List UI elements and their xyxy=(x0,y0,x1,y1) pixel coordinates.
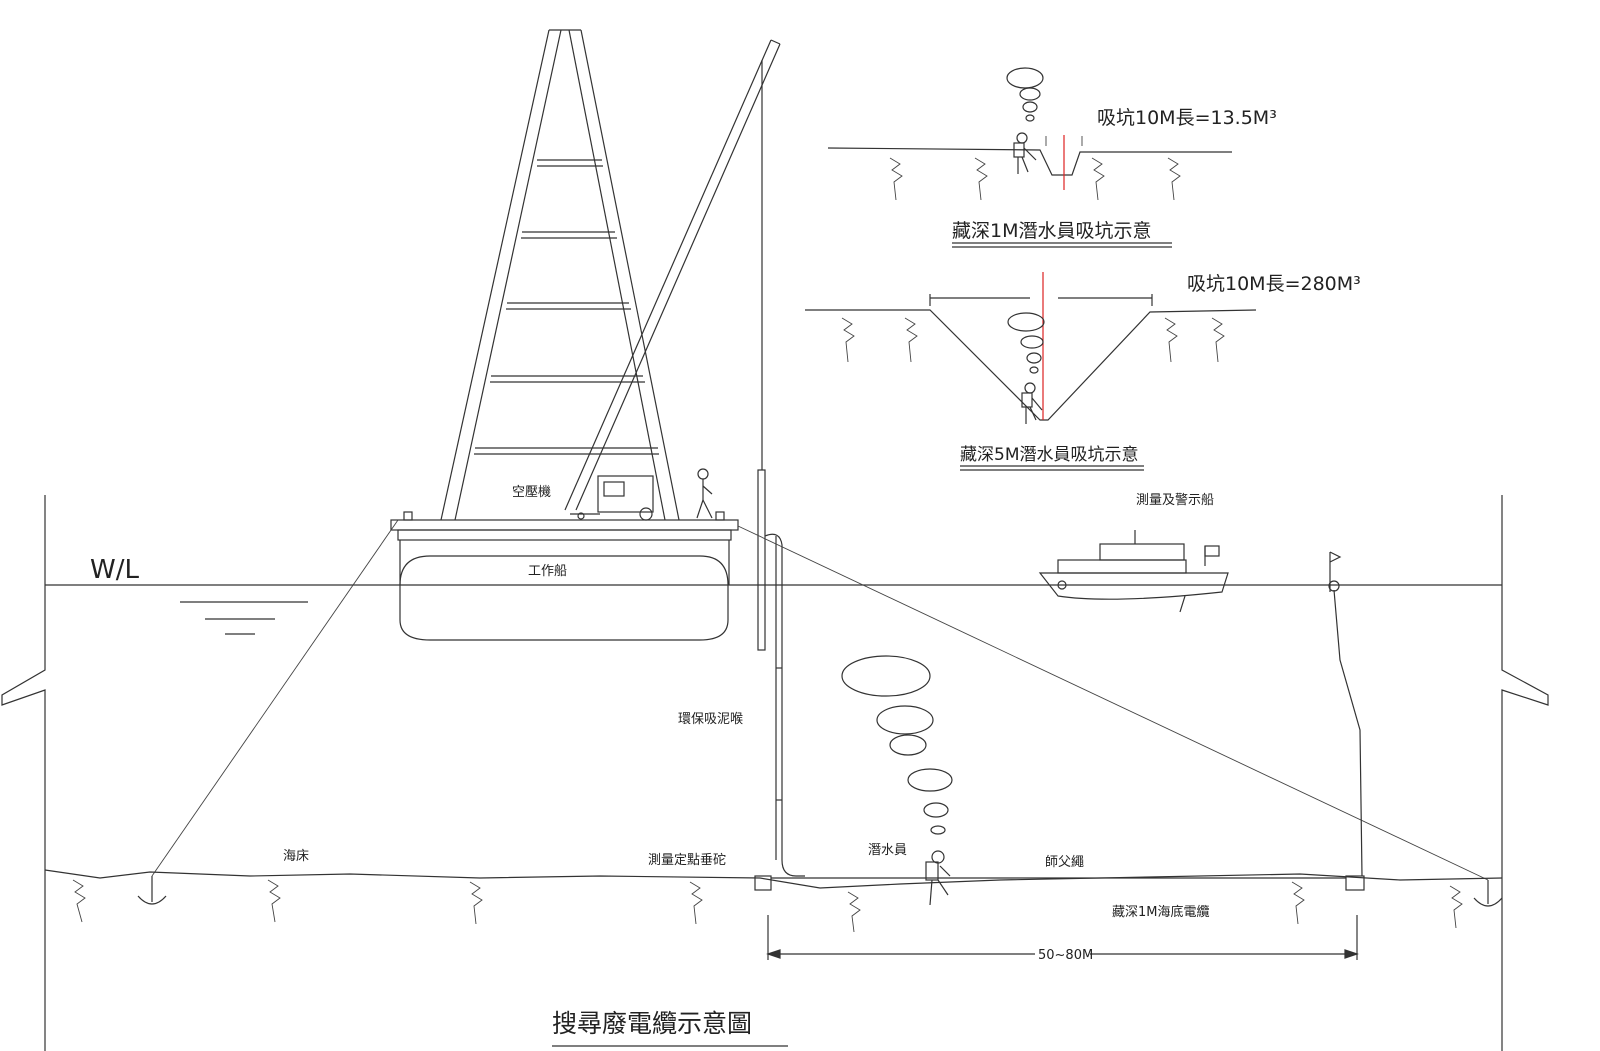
seabed-label: 海床 xyxy=(283,849,309,864)
inset-5m-spec: 吸坑10M長=280M³ xyxy=(1187,273,1361,295)
inset-5m-pit xyxy=(805,272,1257,471)
span-dimension xyxy=(766,915,1359,960)
span-label: 50~80M xyxy=(1038,948,1093,963)
air-compressor-label: 空壓機 xyxy=(512,485,551,500)
guide-rope-label: 師父繩 xyxy=(1045,855,1084,870)
inset-1m-pit xyxy=(827,67,1232,248)
survey-weight-label: 測量定點垂砣 xyxy=(648,853,726,868)
survey-boat-label: 測量及警示船 xyxy=(1136,492,1214,508)
crane-tower xyxy=(440,29,781,521)
guide-rope xyxy=(754,875,1346,891)
marker-buoy xyxy=(1328,551,1365,891)
suction-pipe xyxy=(757,469,805,877)
inset-1m-spec: 吸坑10M長=13.5M³ xyxy=(1097,107,1277,129)
air-compressor-unit xyxy=(570,475,654,521)
section-frame xyxy=(1,495,1549,1051)
anchor-right-icon xyxy=(1473,880,1503,907)
suction-pipe-label: 環保吸泥喉 xyxy=(678,712,743,727)
diver-label: 潛水員 xyxy=(868,843,907,858)
seabed-line xyxy=(44,869,1503,889)
work-barge xyxy=(390,511,739,641)
water-line xyxy=(45,584,1502,635)
inset-5m-caption: 藏深5M潛水員吸坑示意 xyxy=(960,445,1138,465)
deck-worker-figure xyxy=(696,468,713,519)
anchor-left-icon xyxy=(137,876,167,905)
diver-figure xyxy=(925,850,951,906)
water-line-label: W/L xyxy=(90,555,139,585)
work-barge-label: 工作船 xyxy=(528,564,567,579)
diagram-title: 搜尋廢電纜示意圖 xyxy=(552,1009,752,1038)
inset-1m-caption: 藏深1M潛水員吸坑示意 xyxy=(952,220,1151,242)
survey-boat xyxy=(1038,530,1229,613)
seabed-hatching xyxy=(72,879,1463,933)
mooring-lines xyxy=(151,519,1489,881)
buried-cable-label: 藏深1M海底電纜 xyxy=(1112,904,1210,920)
bubbles xyxy=(841,655,953,835)
